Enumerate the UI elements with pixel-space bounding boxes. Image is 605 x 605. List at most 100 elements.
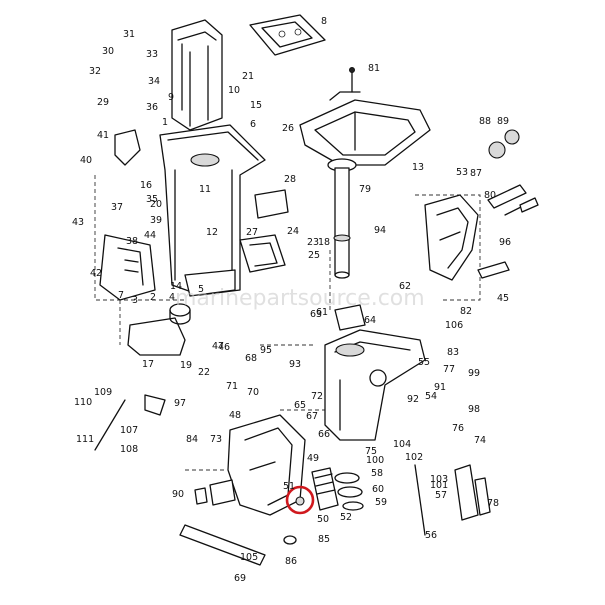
callout-50: 50 [317, 514, 329, 525]
callout-91: 91 [434, 382, 446, 393]
callout-9: 9 [168, 92, 174, 103]
callout-10: 10 [228, 85, 240, 96]
callout-44: 44 [144, 230, 156, 241]
callout-5: 5 [198, 284, 204, 295]
callout-60: 60 [372, 484, 384, 495]
part-nut-90 [194, 487, 208, 505]
callout-69: 69 [234, 573, 246, 584]
callout-84: 84 [186, 434, 198, 445]
callout-89: 89 [497, 116, 509, 127]
callout-101: 101 [430, 480, 448, 491]
callout-28: 28 [284, 174, 296, 185]
callout-66: 66 [318, 429, 330, 440]
callout-54: 54 [425, 391, 437, 402]
callout-20: 20 [150, 199, 162, 210]
callout-103: 103 [430, 474, 448, 485]
callout-58: 58 [371, 468, 383, 479]
callout-98: 98 [468, 404, 480, 415]
callout-17: 17 [142, 359, 154, 370]
callout-7: 7 [118, 290, 124, 301]
callout-76: 76 [452, 423, 464, 434]
part-bumper-88 [209, 479, 236, 506]
callout-106: 106 [445, 320, 463, 331]
callout-29: 29 [97, 97, 109, 108]
callout-97: 97 [174, 398, 186, 409]
callout-90: 90 [172, 489, 184, 500]
callout-73: 73 [210, 434, 222, 445]
callout-39: 39 [150, 215, 162, 226]
callout-64: 64 [364, 315, 376, 326]
part-lower-cover [127, 317, 186, 356]
callout-18: 18 [318, 237, 330, 248]
callout-4: 4 [169, 292, 175, 303]
callout-81: 81 [368, 63, 380, 74]
part-bolt-102 [414, 464, 426, 536]
part-swivel-housing [324, 329, 426, 441]
part-tilt-pin-87 [487, 184, 527, 209]
callout-13: 13 [412, 162, 424, 173]
callout-33: 33 [146, 49, 158, 60]
part-bracket-78 [454, 464, 491, 521]
part-rod-108 [94, 394, 166, 451]
callout-35: 35 [146, 194, 158, 205]
callout-61: 61 [316, 307, 328, 318]
callout-11: 11 [199, 184, 211, 195]
callout-93: 93 [289, 359, 301, 370]
part-washers-58-60 [334, 472, 364, 511]
part-clamp-bracket-left [99, 234, 156, 301]
callout-2: 2 [150, 292, 156, 303]
part-exhaust-housing [159, 124, 266, 297]
callout-92: 92 [407, 394, 419, 405]
callout-6: 6 [250, 119, 256, 130]
callout-43: 43 [72, 217, 84, 228]
part-swivel-bracket [299, 91, 431, 166]
part-throttle-cam-27 [239, 234, 286, 273]
part-cylinder-plug [169, 303, 191, 325]
callout-32: 32 [89, 66, 101, 77]
callout-67: 67 [306, 411, 318, 422]
callout-110: 110 [74, 397, 92, 408]
part-screw-64 [334, 304, 366, 331]
assembly-guide-lines [94, 175, 481, 471]
part-gasket-plate [249, 14, 326, 56]
callout-31: 31 [123, 29, 135, 40]
callout-1: 1 [162, 117, 168, 128]
part-throttle-bracket [114, 129, 141, 166]
callout-72: 72 [311, 391, 323, 402]
callout-100: 100 [366, 455, 384, 466]
callout-109: 109 [94, 387, 112, 398]
callout-40: 40 [80, 155, 92, 166]
callout-30: 30 [102, 46, 114, 57]
callout-82: 82 [460, 306, 472, 317]
callout-78: 78 [487, 498, 499, 509]
callout-3: 3 [132, 295, 138, 306]
callout-96: 96 [499, 237, 511, 248]
callout-77: 77 [443, 364, 455, 375]
callout-14: 14 [170, 281, 182, 292]
callout-41: 41 [97, 130, 109, 141]
callout-19: 19 [180, 360, 192, 371]
part-tilt-rod-45 [477, 261, 510, 279]
callout-102: 102 [405, 452, 423, 463]
callout-68: 68 [245, 353, 257, 364]
callout-85: 85 [318, 534, 330, 545]
callout-34: 34 [148, 76, 160, 87]
part-steering-shaft [327, 158, 357, 279]
callout-37: 37 [111, 202, 123, 213]
callout-36: 36 [146, 102, 158, 113]
callout-52: 52 [340, 512, 352, 523]
callout-62: 62 [399, 281, 411, 292]
part-clamp-bracket-right [424, 194, 479, 281]
callout-46: 46 [218, 342, 230, 353]
callout-75: 75 [365, 446, 377, 457]
part-spring-52 [311, 467, 339, 511]
callout-26: 26 [282, 123, 294, 134]
callout-99: 99 [468, 368, 480, 379]
part-bar-105 [179, 524, 266, 566]
callout-71: 71 [226, 381, 238, 392]
highlighted-part-50[interactable] [285, 485, 315, 515]
callout-108: 108 [120, 444, 138, 455]
callout-70: 70 [247, 387, 259, 398]
